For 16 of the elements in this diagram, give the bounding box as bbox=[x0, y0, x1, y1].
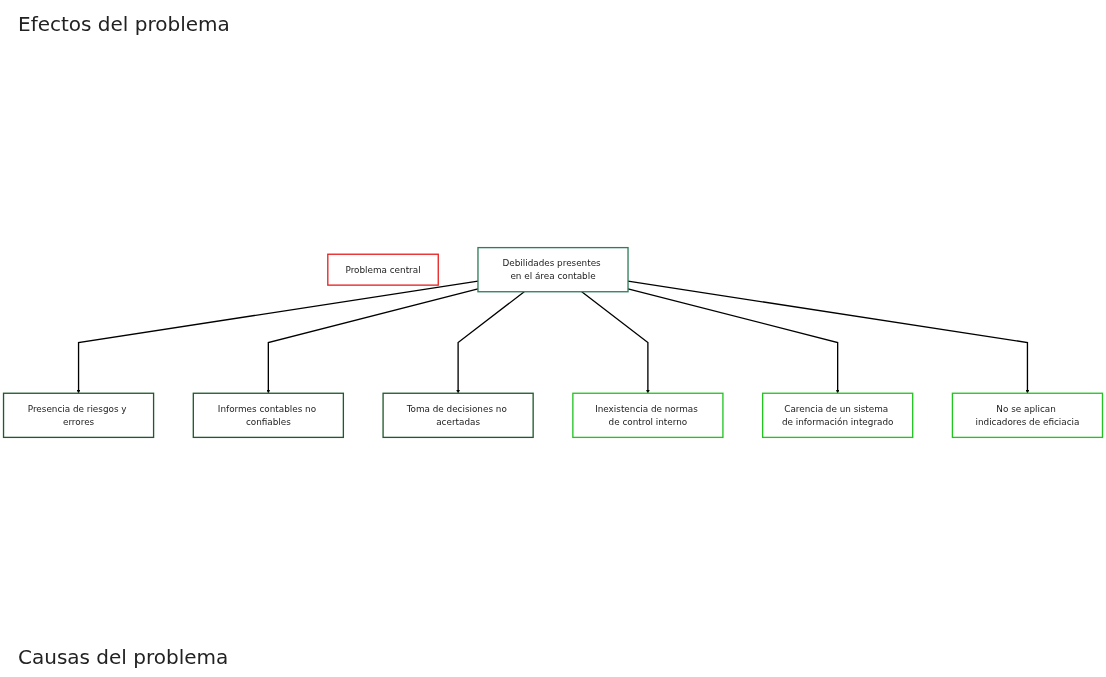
arrow bbox=[266, 288, 479, 394]
section-label: Efectos del problema bbox=[18, 12, 230, 36]
node-box: Inexistencia de normas de control interno bbox=[572, 392, 724, 439]
section-label: Causas del problema bbox=[18, 645, 229, 669]
arrow bbox=[456, 291, 525, 394]
node-box: Toma de decisiones no acertadas bbox=[382, 392, 534, 439]
arrow bbox=[581, 291, 650, 394]
arrow bbox=[76, 280, 479, 394]
node-box: Informes contables no confiables bbox=[192, 392, 345, 439]
node-box: Presencia de riesgos y errores bbox=[2, 392, 155, 439]
arrow bbox=[627, 288, 840, 394]
node-box: Problema central bbox=[327, 253, 439, 286]
node-box: Debilidades presentes en el área contable bbox=[477, 246, 629, 293]
node-box: Carencia de un sistema de información integrado bbox=[762, 392, 914, 439]
node-box: No se aplican indicadores de eficiacia bbox=[951, 392, 1104, 439]
arrow bbox=[627, 280, 1030, 394]
